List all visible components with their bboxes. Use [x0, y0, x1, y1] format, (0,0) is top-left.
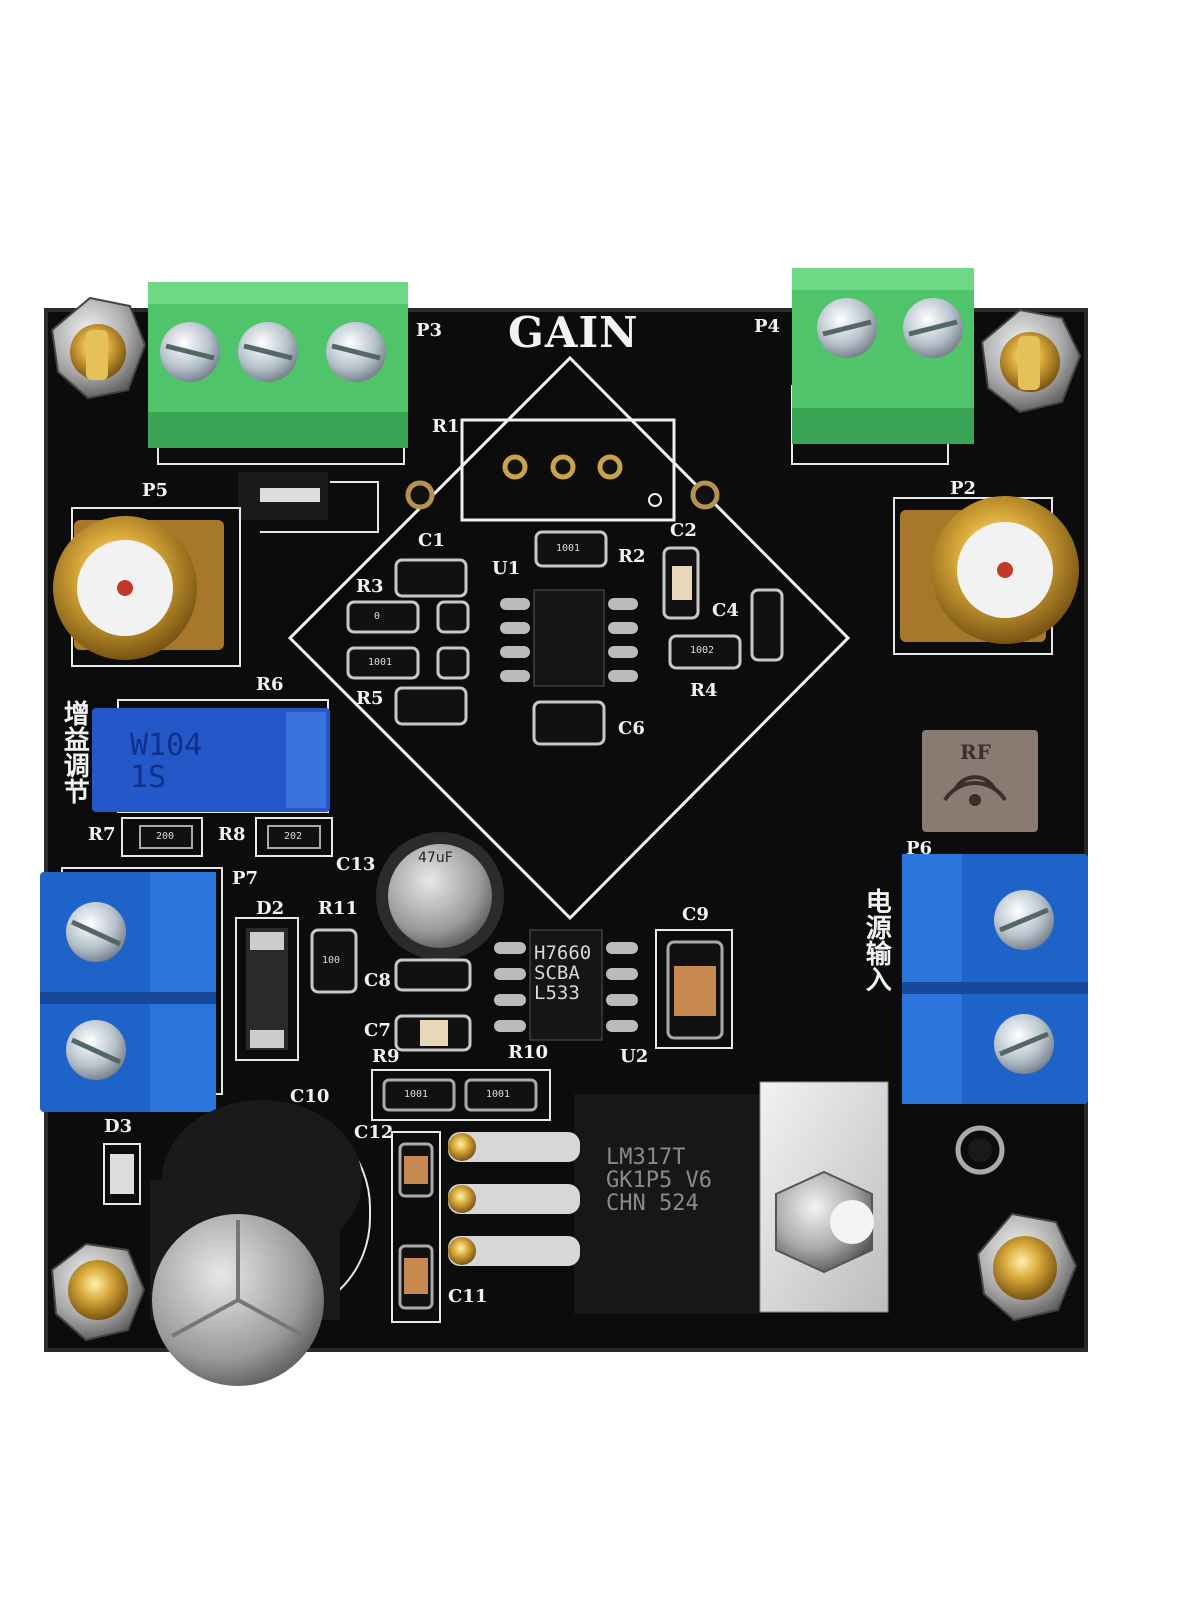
smd-code-r9: 1001: [404, 1089, 429, 1100]
r1-outline: [460, 418, 676, 522]
svg-text:47uF: 47uF: [418, 850, 453, 866]
smd-code-r4: 1002: [690, 645, 715, 656]
connector-label-p6: P6: [906, 838, 933, 859]
connector-label-p3: P3: [416, 320, 443, 341]
ref-c6: C6: [618, 718, 645, 739]
ref-c8: C8: [364, 970, 391, 991]
mount-screw-bottom-left: [50, 1242, 146, 1342]
ref-r8: R8: [218, 824, 246, 845]
smd-code-r3: 0: [374, 611, 381, 622]
ref-c13: C13: [336, 854, 376, 875]
mount-screw-bottom-right: [976, 1212, 1078, 1322]
ref-c4: C4: [712, 600, 739, 621]
ref-r5: R5: [356, 688, 384, 709]
ref-c10: C10: [290, 1086, 330, 1107]
rf-logo-label: RF: [960, 740, 991, 764]
rf-logo: [922, 730, 1038, 832]
smd-code-r10: 1001: [486, 1089, 511, 1100]
mount-screw-top-right: [980, 308, 1082, 414]
ref-r10: R10: [508, 1042, 549, 1063]
capacitor-c9: [655, 929, 733, 1049]
ref-r4: R4: [690, 680, 718, 701]
connector-label-p2: P2: [950, 478, 977, 499]
ref-r6: R6: [256, 674, 284, 695]
ref-c7: C7: [364, 1020, 391, 1041]
jumper: [238, 472, 379, 533]
ref-c2: C2: [670, 520, 697, 541]
sma-connector-p2: [893, 496, 1079, 655]
ref-u2: U2: [620, 1046, 649, 1067]
ref-r1: R1: [432, 416, 460, 437]
regulator-marking: LM317T GK1P5 V6 CHN 524: [606, 1145, 712, 1217]
smd-code-r11: 100: [322, 955, 341, 966]
ref-c11: C11: [448, 1286, 488, 1307]
ref-d3: D3: [104, 1116, 133, 1137]
connector-label-p5: P5: [142, 480, 169, 501]
side-label-right: 电源输入: [861, 888, 892, 992]
capacitor-c10: [150, 1100, 371, 1386]
ref-r2: R2: [618, 546, 646, 567]
smd-code-r7: 200: [156, 831, 175, 842]
capacitor-c13: 47uF: [376, 832, 504, 960]
trimmer-marking: W104 1S: [130, 728, 203, 795]
smd-code-r5: 1001: [368, 657, 393, 668]
ref-r7: R7: [88, 824, 116, 845]
ref-r11: R11: [318, 898, 359, 919]
ref-c9: C9: [682, 904, 709, 925]
connector-label-p7: P7: [232, 868, 259, 889]
regulator-lm317: [448, 1081, 889, 1314]
ref-c12: C12: [354, 1122, 394, 1143]
ic-u2: [494, 929, 638, 1041]
gain-label: GAIN: [508, 308, 639, 357]
side-label-left: 增益调节: [59, 700, 90, 804]
sma-connector-p5: [53, 507, 241, 667]
ref-r3: R3: [356, 576, 384, 597]
smd-code-r8: 202: [284, 831, 303, 842]
ref-c1: C1: [418, 530, 445, 551]
trimmer-r6: [92, 699, 330, 813]
mount-screw-top-left: [50, 296, 147, 400]
terminal-p3: [148, 282, 408, 465]
u2-marking: H7660 SCBA L533: [534, 942, 592, 1004]
ic-u1: [500, 589, 638, 687]
ref-d2: D2: [256, 898, 285, 919]
smd-code-r2: 1001: [556, 543, 581, 554]
ref-u1: U1: [492, 558, 521, 579]
terminal-right-blue: [902, 854, 1088, 1104]
gain-diamond-outline: [287, 355, 851, 921]
connector-label-p4: P4: [754, 316, 781, 337]
terminal-left-blue: [40, 867, 223, 1112]
ref-r9: R9: [372, 1046, 400, 1067]
terminal-p4: [791, 268, 974, 465]
diode-d2: [235, 917, 299, 1061]
